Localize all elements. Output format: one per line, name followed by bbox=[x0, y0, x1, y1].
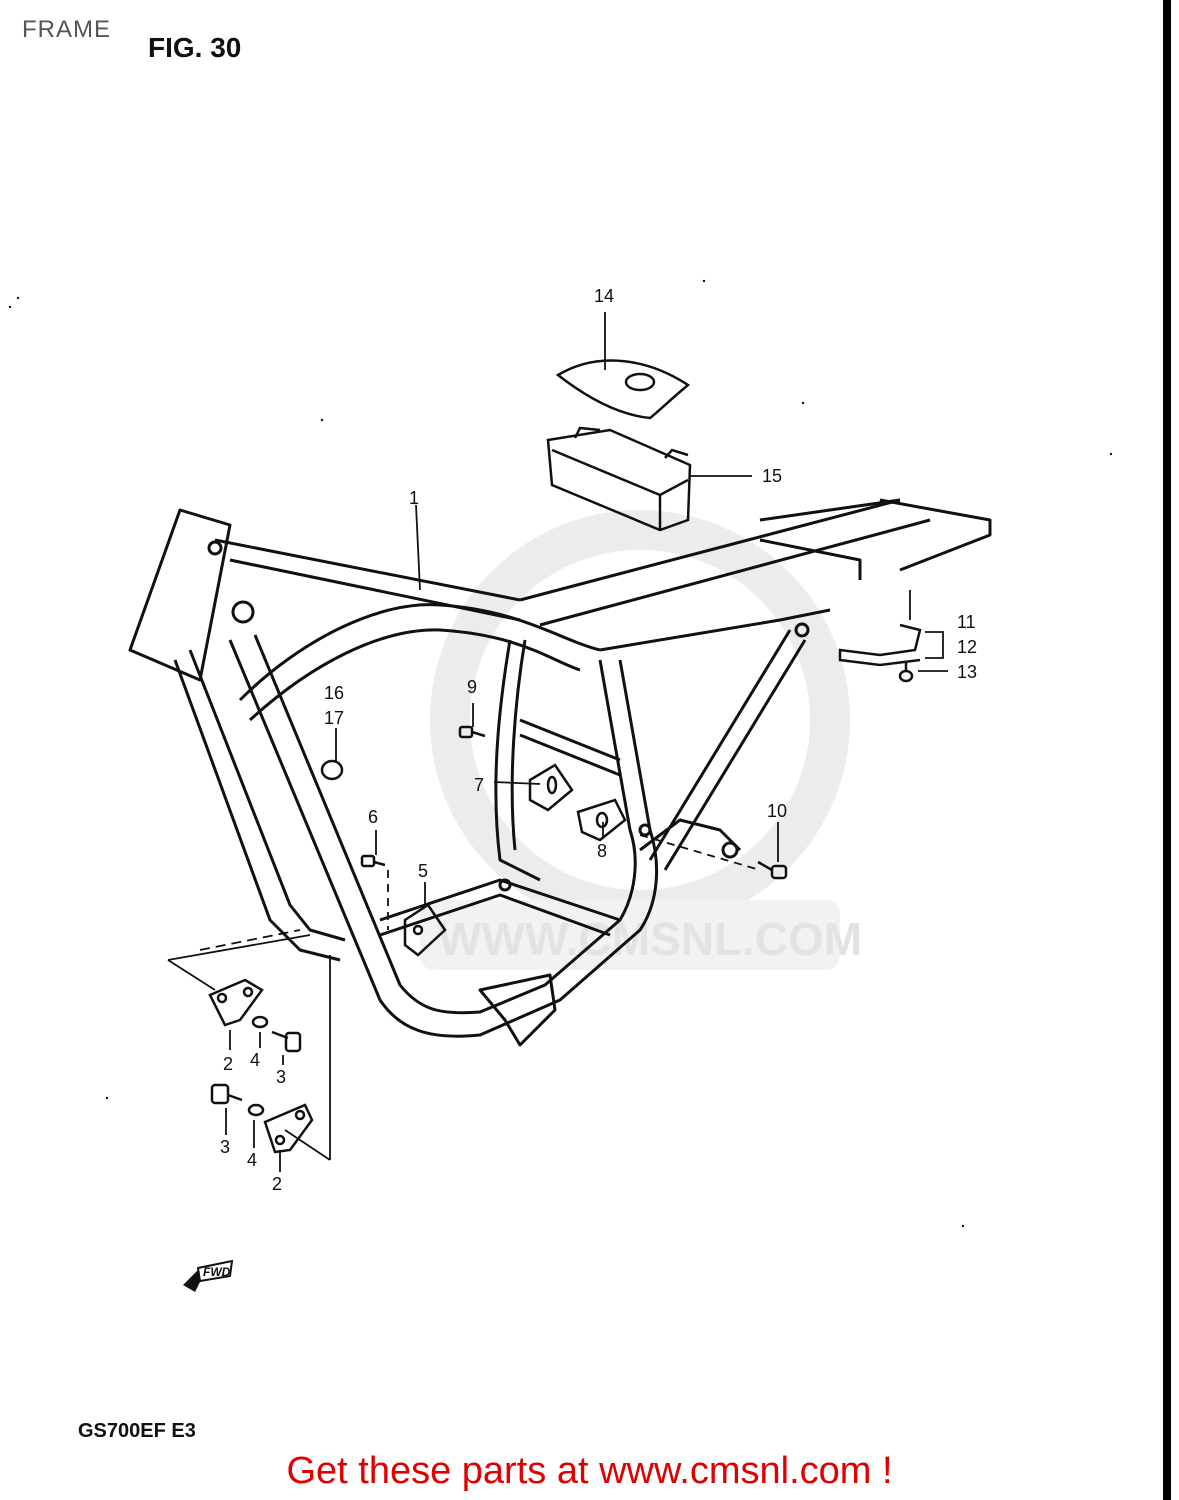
callout-14: 14 bbox=[594, 286, 614, 306]
page-edge-strip bbox=[1171, 0, 1179, 1500]
callout-4-upper: 4 bbox=[250, 1050, 260, 1070]
part-3-bolt-upper bbox=[271, 1030, 302, 1053]
callout-10: 10 bbox=[767, 801, 787, 821]
part-15-tray bbox=[546, 426, 692, 532]
scan-speckle bbox=[8, 279, 1113, 1228]
diagram-title: FRAME bbox=[22, 16, 111, 43]
watermark-banner bbox=[420, 900, 840, 970]
part-1-frame bbox=[128, 498, 992, 1047]
callout-1: 1 bbox=[409, 488, 419, 508]
figure-number: FIG. 30 bbox=[148, 32, 242, 63]
part-9-bolt bbox=[458, 725, 486, 739]
part-7-bracket bbox=[528, 763, 574, 812]
callout-6: 6 bbox=[368, 807, 378, 827]
part-11-strap bbox=[838, 623, 922, 667]
part-2-plate-lower bbox=[263, 1103, 314, 1154]
part-14-cover bbox=[555, 359, 691, 420]
callout-3-upper: 3 bbox=[276, 1067, 286, 1087]
part-2-plate-upper bbox=[208, 978, 264, 1027]
watermark: WWW.CMSNL.COM bbox=[420, 510, 862, 970]
part-10-bolt bbox=[757, 860, 788, 880]
callout-17: 17 bbox=[324, 708, 344, 728]
callout-5: 5 bbox=[418, 861, 428, 881]
leader-lines bbox=[167, 312, 948, 1172]
callout-11: 11 bbox=[957, 612, 976, 632]
callout-4-lower: 4 bbox=[247, 1150, 257, 1170]
page-border bbox=[1163, 0, 1171, 1500]
part-16-grommet bbox=[320, 759, 344, 781]
part-13-screw bbox=[898, 662, 914, 683]
callout-7: 7 bbox=[474, 775, 484, 795]
part-8-bracket bbox=[576, 798, 627, 842]
callout-12: 12 bbox=[957, 637, 977, 657]
cmsnl-link[interactable]: Get these parts at www.cmsnl.com ! bbox=[286, 1450, 893, 1492]
part-3-bolt-lower bbox=[210, 1083, 243, 1105]
part-5-bracket bbox=[403, 903, 447, 957]
part-6-bolt bbox=[360, 854, 386, 868]
callout-15: 15 bbox=[762, 466, 782, 486]
model-code: GS700EF E3 bbox=[78, 1420, 196, 1442]
watermark-text: WWW.CMSNL.COM bbox=[438, 913, 862, 965]
callout-2-upper: 2 bbox=[223, 1054, 233, 1074]
part-4-washer-upper bbox=[251, 1015, 269, 1029]
fwd-label: FWD bbox=[203, 1265, 231, 1279]
callout-2-lower: 2 bbox=[272, 1174, 282, 1194]
callout-9: 9 bbox=[467, 677, 477, 697]
callout-labels: 1 2 2 3 3 4 4 5 6 7 8 9 10 11 12 13 14 1… bbox=[220, 286, 977, 1194]
callout-16: 16 bbox=[324, 683, 344, 703]
callout-13: 13 bbox=[957, 662, 977, 682]
callout-8: 8 bbox=[597, 841, 607, 861]
watermark-ring bbox=[430, 510, 850, 930]
forward-arrow-icon: FWD bbox=[183, 1259, 234, 1292]
part-4-washer-lower bbox=[247, 1103, 265, 1117]
callout-3-lower: 3 bbox=[220, 1137, 230, 1157]
fasteners bbox=[210, 623, 922, 1117]
